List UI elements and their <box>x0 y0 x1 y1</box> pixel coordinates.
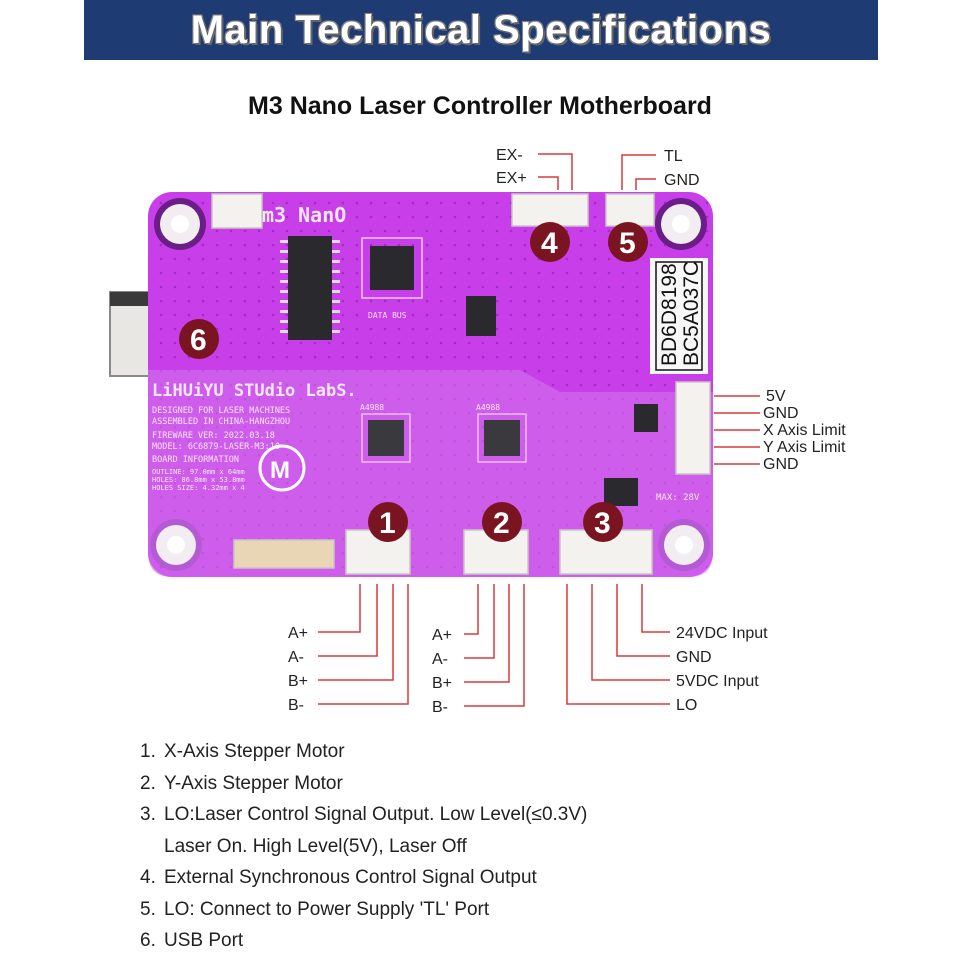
connector-limit <box>675 381 711 475</box>
board-info-line: HOLES SIZE: 4.32mm x 4 <box>152 484 245 492</box>
board-info-line: HOLES: 86.8mm x 53.8mm <box>152 476 245 484</box>
connector-top-left <box>211 193 263 229</box>
svg-text:2: 2 <box>493 507 510 540</box>
board-info-title: BOARD INFORMATION <box>152 455 239 465</box>
pin-label-tl-gnd: GND <box>664 172 700 189</box>
ribbon-connector <box>233 539 335 569</box>
driver-chip-x: A4988 <box>360 403 411 463</box>
m-logo: M <box>258 444 306 492</box>
mount-hole-bl <box>150 519 202 571</box>
header-banner: Main Technical Specifications <box>84 0 878 60</box>
banner-title: Main Technical Specifications <box>190 7 772 52</box>
mcu-chip: DATA BUS <box>361 237 423 320</box>
pin-label-x-a-plus: A+ <box>288 625 308 642</box>
legend-item: 2. Y-Axis Stepper Motor <box>140 772 343 794</box>
pin-label-ex-plus: EX+ <box>496 170 527 187</box>
mount-hole-br <box>658 519 710 571</box>
legend-item: 6. USB Port <box>140 930 244 951</box>
svg-text:A4988: A4988 <box>360 403 384 412</box>
data-bus-label: DATA BUS <box>368 311 407 320</box>
svg-text:6: 6 <box>190 324 207 357</box>
legend-item: 3. LO:Laser Control Signal Output. Low L… <box>140 804 588 825</box>
svg-text:A4988: A4988 <box>476 403 500 412</box>
badge-5: 5 <box>608 222 648 262</box>
legend-list: 1. X-Axis Stepper Motor 2. Y-Axis Steppe… <box>140 736 840 957</box>
pin-label-5vdc: 5VDC Input <box>676 673 759 690</box>
pin-label-x-b-plus: B+ <box>288 673 308 690</box>
pin-label-limit-gnd: GND <box>763 405 799 422</box>
pin-label-y-a-plus: A+ <box>432 627 452 644</box>
legend-item: 5. LO: Connect to Power Supply 'TL' Port <box>140 898 490 920</box>
svg-text:1: 1 <box>379 507 396 540</box>
board-logo: m3 NanO <box>262 203 346 227</box>
pin-label-limit-gnd-2: GND <box>763 456 799 473</box>
mount-holes <box>150 198 710 571</box>
svg-text:M: M <box>270 457 290 484</box>
pin-label-power-gnd: GND <box>676 649 712 666</box>
max-voltage-label: MAX: 28V <box>656 493 700 503</box>
badge-3: 3 <box>583 502 623 542</box>
svg-text:4: 4 <box>541 227 558 260</box>
pin-label-x-a-minus: A- <box>288 649 304 666</box>
brand-silkscreen: LiHUiYU STUdio LabS. <box>152 381 357 401</box>
pin-label-y-b-minus: B- <box>432 699 448 716</box>
badge-2: 2 <box>482 502 522 542</box>
badge-4: 4 <box>530 222 570 262</box>
svg-text:5: 5 <box>619 227 636 260</box>
info-line: ASSEMBLED IN CHINA-HANGZHOU <box>152 417 290 427</box>
pin-label-5v: 5V <box>766 388 786 405</box>
pin-label-y-b-plus: B+ <box>432 675 452 692</box>
board-info-line: OUTLINE: 97.0mm x 64mm <box>152 468 245 476</box>
serial-label: BD6D8198 BC5A037C <box>650 258 708 374</box>
pin-label-y-limit: Y Axis Limit <box>763 439 846 456</box>
badge-1: 1 <box>368 502 408 542</box>
legend-item: 4. External Synchronous Control Signal O… <box>140 867 537 888</box>
svg-text:3: 3 <box>594 507 611 540</box>
legend-item: 1. X-Axis Stepper Motor <box>140 741 345 762</box>
regulator <box>634 404 658 432</box>
usb-chip <box>280 236 340 340</box>
badge-6: 6 <box>179 319 219 359</box>
pin-label-y-a-minus: A- <box>432 651 448 668</box>
svg-text:BC5A037C: BC5A037C <box>680 261 703 366</box>
pin-label-ex-minus: EX- <box>496 147 523 164</box>
mount-hole-tr <box>655 198 707 250</box>
ic-small <box>466 296 496 336</box>
pin-label-24vdc: 24VDC Input <box>676 625 768 642</box>
mount-hole-tl <box>154 198 206 250</box>
info-line: FIREWARE VER: 2022.03.18 <box>152 431 275 441</box>
info-line: DESIGNED FOR LASER MACHINES <box>152 406 290 416</box>
driver-chip-y: A4988 <box>476 403 527 463</box>
connector-tl <box>605 193 655 227</box>
pin-label-x-limit: X Axis Limit <box>763 422 846 439</box>
pin-label-x-b-minus: B- <box>288 697 304 714</box>
pin-label-lo: LO <box>676 697 697 714</box>
info-line: MODEL: 6C6879-LASER-M3:10 <box>152 442 280 452</box>
svg-text:BD6D8198: BD6D8198 <box>658 263 681 366</box>
legend-item-continuation: Laser On. High Level(5V), Laser Off <box>164 835 467 857</box>
diagram-title: M3 Nano Laser Controller Motherboard <box>248 92 712 120</box>
diode <box>604 478 638 506</box>
connector-ex <box>511 193 589 227</box>
callout-lines <box>318 153 760 707</box>
pin-label-tl: TL <box>664 148 683 165</box>
